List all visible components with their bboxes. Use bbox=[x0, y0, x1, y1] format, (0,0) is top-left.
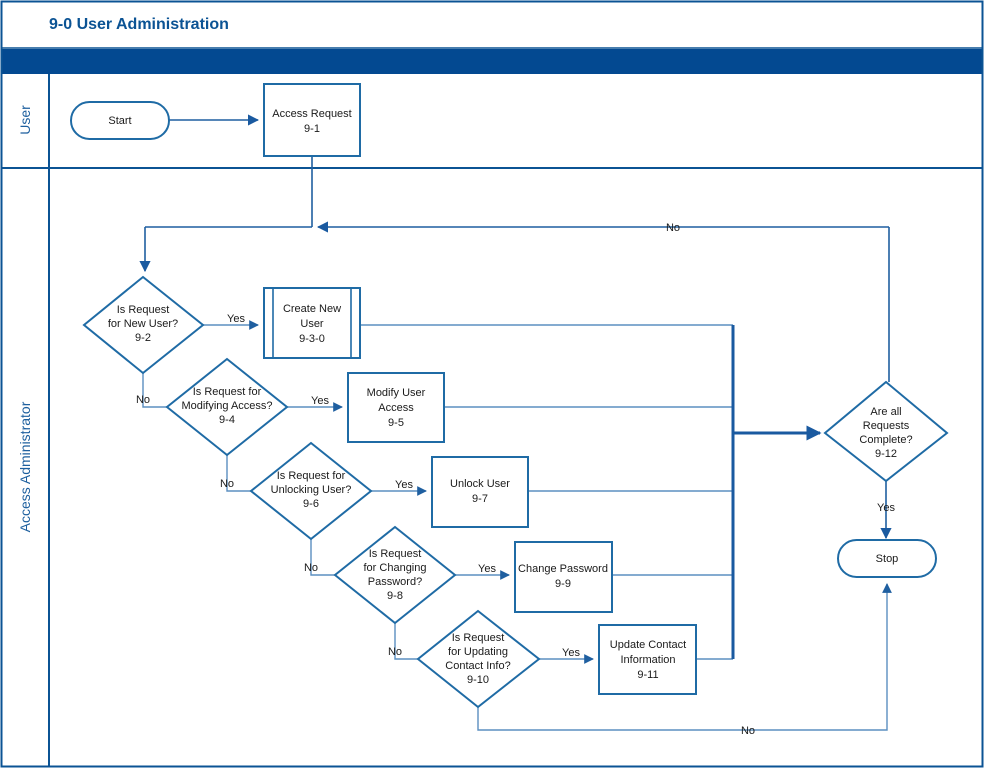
node-9-9-line2: 9-9 bbox=[555, 578, 571, 590]
node-access-request[interactable]: Access Request 9-1 bbox=[263, 83, 361, 157]
edge-label-no-modify-access: No bbox=[220, 478, 234, 490]
edge-label-yes-change-password: Yes bbox=[478, 563, 496, 575]
page-title: 9-0 User Administration bbox=[49, 16, 229, 33]
edge-label-no-update-contact: No bbox=[741, 725, 755, 737]
node-9-3-0-line3: 9-3-0 bbox=[299, 333, 325, 345]
node-9-10-line1: Is Request bbox=[452, 632, 505, 644]
node-9-8-line3: Password? bbox=[368, 576, 422, 588]
node-start-label: Start bbox=[108, 115, 131, 127]
node-9-3-0-line2: User bbox=[300, 318, 324, 330]
lane-label-user: User bbox=[17, 105, 33, 135]
node-9-4-line1: Is Request for bbox=[193, 386, 262, 398]
node-access-request-line1: Access Request bbox=[272, 108, 351, 120]
edge-label-yes-new-user: Yes bbox=[227, 313, 245, 325]
node-decision-is-request-for-modifying-access[interactable]: Is Request for Modifying Access? 9-4 bbox=[165, 357, 289, 457]
node-9-6-line3: 9-6 bbox=[303, 498, 319, 510]
node-9-12-line2: Requests bbox=[863, 420, 910, 432]
node-9-2-line1: Is Request bbox=[117, 304, 170, 316]
node-9-2-line3: 9-2 bbox=[135, 332, 151, 344]
node-9-5-line3: 9-5 bbox=[388, 417, 404, 429]
node-9-10-line4: 9-10 bbox=[467, 674, 489, 686]
node-9-6-line2: Unlocking User? bbox=[271, 484, 352, 496]
node-9-11-line2: Information bbox=[620, 654, 675, 666]
node-update-contact-information[interactable]: Update Contact Information 9-11 bbox=[598, 624, 697, 695]
node-9-12-line3: Complete? bbox=[859, 434, 912, 446]
node-9-7-line2: 9-7 bbox=[472, 493, 488, 505]
node-9-5-line1: Modify User bbox=[367, 387, 426, 399]
node-decision-is-request-for-updating-contact-info[interactable]: Is Request for Updating Contact Info? 9-… bbox=[416, 609, 541, 709]
edge-label-yes-modify-access: Yes bbox=[311, 395, 329, 407]
node-decision-is-request-for-changing-password[interactable]: Is Request for Changing Password? 9-8 bbox=[333, 525, 457, 625]
header-band bbox=[2, 49, 982, 74]
lane-label-access-administrator: Access Administrator bbox=[17, 401, 33, 532]
node-access-request-line2: 9-1 bbox=[304, 123, 320, 135]
node-start[interactable]: Start bbox=[70, 101, 170, 140]
edge-label-no-change-password: No bbox=[388, 646, 402, 658]
node-9-2-line2: for New User? bbox=[108, 318, 178, 330]
node-9-10-line2: for Updating bbox=[448, 646, 508, 658]
node-unlock-user[interactable]: Unlock User 9-7 bbox=[431, 456, 529, 528]
node-change-password[interactable]: Change Password 9-9 bbox=[514, 541, 613, 613]
node-9-12-line4: 9-12 bbox=[875, 448, 897, 460]
node-decision-is-request-for-unlocking-user[interactable]: Is Request for Unlocking User? 9-6 bbox=[249, 441, 373, 541]
edge-label-yes-unlock-user: Yes bbox=[395, 479, 413, 491]
node-9-8-line2: for Changing bbox=[364, 562, 427, 574]
node-stop[interactable]: Stop bbox=[837, 539, 937, 578]
node-9-6-line1: Is Request for bbox=[277, 470, 346, 482]
node-9-4-line2: Modifying Access? bbox=[181, 400, 272, 412]
node-create-new-user[interactable]: Create New User 9-3-0 bbox=[263, 287, 361, 359]
edge-label-no-top-loop: No bbox=[666, 222, 680, 234]
node-9-4-line3: 9-4 bbox=[219, 414, 235, 426]
edge-9-10-no bbox=[477, 583, 892, 731]
node-9-8-line1: Is Request bbox=[369, 548, 422, 560]
node-decision-are-all-requests-complete[interactable]: Are all Requests Complete? 9-12 bbox=[823, 380, 949, 483]
edge-label-yes-all-complete: Yes bbox=[877, 502, 895, 514]
node-9-11-line3: 9-11 bbox=[637, 669, 658, 681]
node-9-3-0-line1: Create New bbox=[283, 303, 341, 315]
node-9-12-line1: Are all bbox=[870, 406, 901, 418]
edge-label-yes-update-contact: Yes bbox=[562, 647, 580, 659]
node-modify-user-access[interactable]: Modify User Access 9-5 bbox=[347, 372, 445, 443]
node-9-5-line2: Access bbox=[378, 402, 414, 414]
edge-label-no-unlock-user: No bbox=[304, 562, 318, 574]
edge-label-no-new-user: No bbox=[136, 394, 150, 406]
node-9-10-line3: Contact Info? bbox=[445, 660, 510, 672]
node-9-11-line1: Update Contact bbox=[610, 639, 686, 651]
node-9-7-line1: Unlock User bbox=[450, 478, 510, 490]
node-9-9-line1: Change Password bbox=[518, 563, 608, 575]
node-decision-is-request-for-new-user[interactable]: Is Request for New User? 9-2 bbox=[82, 275, 205, 375]
connectors: No Yes No Yes No Yes No Yes No bbox=[136, 114, 895, 737]
node-stop-label: Stop bbox=[876, 553, 899, 565]
node-9-8-line4: 9-8 bbox=[387, 590, 403, 602]
